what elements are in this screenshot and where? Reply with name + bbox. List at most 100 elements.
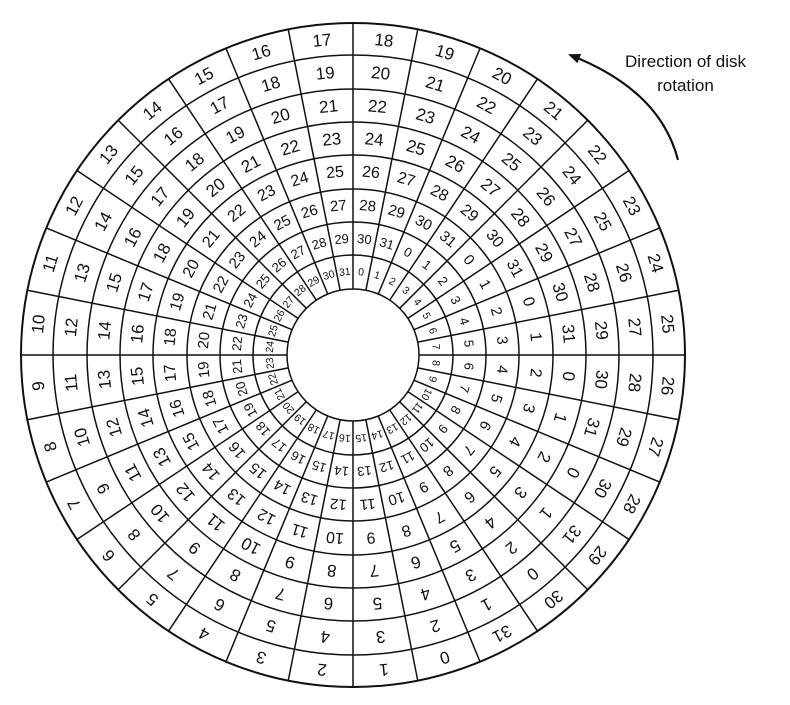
- sector-number-track-5: 5: [446, 535, 463, 556]
- sector-number-track-2: 11: [398, 448, 417, 468]
- sector-number-track-2: 22: [229, 336, 245, 352]
- sector-number-track-3: 26: [299, 201, 320, 222]
- sector-number-track-3: 12: [329, 495, 347, 514]
- sector-number-track-8: 29: [584, 542, 611, 569]
- sector-number-track-8: 3: [254, 647, 269, 668]
- sector-number-track-1: 24: [264, 340, 277, 353]
- sector-number-track-7: 12: [61, 317, 82, 338]
- sector-number-track-6: 14: [94, 320, 115, 341]
- sector-number-track-4: 11: [289, 520, 310, 541]
- sector-number-track-3: 25: [271, 212, 294, 235]
- sector-number-track-7: 3: [375, 627, 386, 647]
- sector-number-track-8: 6: [98, 546, 119, 565]
- sector-number-track-3: 27: [329, 197, 347, 216]
- sector-number-track-8: 28: [619, 491, 645, 517]
- sector-number-track-8: 23: [619, 193, 645, 219]
- sector-number-track-7: 29: [612, 425, 636, 449]
- sector-number-track-2: 31: [378, 234, 396, 253]
- sector-number-track-5: 0: [559, 371, 579, 382]
- sector-number-track-1: 16: [338, 431, 351, 444]
- sector-number-track-6: 19: [223, 122, 249, 148]
- sector-number-track-2: 6: [461, 362, 477, 371]
- sector-number-track-1: 13: [384, 420, 400, 436]
- sector-number-track-5: 11: [203, 509, 229, 535]
- sector-number-track-3: 16: [226, 438, 250, 462]
- sector-number-track-4: 27: [395, 169, 417, 190]
- sector-number-track-6: 4: [418, 583, 433, 604]
- sector-number-track-4: 20: [180, 257, 203, 281]
- sector-number-track-4: 0: [519, 295, 538, 309]
- sector-number-track-7: 26: [612, 261, 636, 285]
- sector-number-track-4: 8: [399, 521, 413, 540]
- sector-number-track-3: 4: [493, 365, 511, 375]
- sector-number-track-3: 3: [493, 335, 511, 345]
- sector-number-track-2: 15: [310, 457, 328, 476]
- sector-number-track-2: 5: [461, 339, 477, 348]
- sector-number-track-2: 26: [269, 255, 290, 276]
- sector-number-track-8: 19: [433, 41, 457, 65]
- sector-number-track-5: 21: [238, 151, 264, 177]
- sector-number-track-7: 21: [423, 72, 447, 96]
- sector-number-track-1: 23: [264, 357, 277, 370]
- sector-number-track-5: 31: [558, 323, 579, 344]
- sector-number-track-5: 3: [510, 483, 531, 502]
- sector-number-track-3: 28: [359, 197, 377, 216]
- sector-number-track-2: 29: [334, 231, 350, 247]
- sector-number-track-6: 9: [185, 538, 204, 559]
- sector-boundary-line: [225, 47, 329, 295]
- sector-number-track-2: 0: [401, 244, 414, 261]
- sector-number-track-8: 8: [40, 439, 61, 454]
- rotation-caption: Direction of disk rotation: [598, 50, 773, 98]
- sector-number-track-8: 26: [657, 376, 678, 397]
- sector-number-track-8: 22: [584, 141, 611, 168]
- sector-number-track-4: 30: [482, 227, 506, 252]
- sector-number-track-2: 1: [419, 257, 434, 273]
- sector-boundary-line: [413, 227, 661, 331]
- sector-number-track-4: 13: [225, 484, 250, 508]
- sector-number-track-8: 14: [139, 97, 166, 124]
- sector-number-track-1: 22: [266, 372, 281, 387]
- sector-number-track-2: 2: [435, 274, 451, 289]
- sector-number-track-6: 5: [372, 593, 383, 613]
- sector-number-track-6: 10: [147, 500, 174, 527]
- sector-number-track-5: 18: [149, 240, 175, 266]
- sector-number-track-7: 6: [211, 594, 228, 615]
- caption-line-1: Direction of disk: [625, 52, 746, 71]
- sector-number-track-8: 1: [378, 660, 389, 680]
- sector-number-track-8: 13: [95, 141, 122, 168]
- sector-number-track-7: 20: [370, 63, 391, 84]
- sector-number-track-3: 5: [487, 392, 506, 405]
- sector-number-track-2: 27: [288, 242, 308, 262]
- sector-number-track-8: 31: [489, 621, 515, 647]
- sector-number-track-3: 10: [386, 488, 407, 509]
- sector-number-track-1: 25: [266, 323, 281, 338]
- sector-number-track-4: 19: [167, 291, 188, 313]
- sector-number-track-2: 24: [240, 290, 260, 310]
- sector-number-track-7: 5: [264, 615, 279, 636]
- sector-number-track-1: 15: [355, 431, 368, 444]
- sector-number-track-8: 30: [540, 586, 567, 613]
- sector-number-track-4: 14: [199, 459, 223, 484]
- sector-number-track-2: 4: [456, 316, 472, 327]
- sector-number-track-8: 9: [29, 380, 49, 391]
- sector-number-track-7: 13: [70, 261, 94, 285]
- sector-number-track-7: 11: [61, 373, 82, 392]
- sector-number-track-3: 23: [226, 248, 250, 272]
- sector-number-track-1: 9: [426, 375, 439, 384]
- sector-number-track-1: 2: [387, 275, 398, 288]
- sector-number-track-8: 5: [143, 589, 162, 610]
- sector-boundary-line: [27, 367, 289, 421]
- sector-number-track-7: 1: [478, 594, 495, 615]
- sector-number-track-1: 26: [272, 308, 288, 324]
- sector-number-track-2: 12: [378, 457, 396, 476]
- sector-boundary-line: [117, 119, 307, 309]
- sector-number-track-6: 2: [502, 538, 521, 559]
- sector-number-track-4: 26: [361, 164, 380, 183]
- sector-number-track-3: 8: [439, 461, 456, 479]
- sector-number-track-6: 13: [94, 369, 115, 390]
- sector-number-track-3: 19: [195, 361, 214, 379]
- sector-number-track-7: 2: [428, 615, 443, 636]
- sector-number-track-1: 21: [272, 386, 288, 402]
- sector-number-track-2: 20: [232, 380, 251, 398]
